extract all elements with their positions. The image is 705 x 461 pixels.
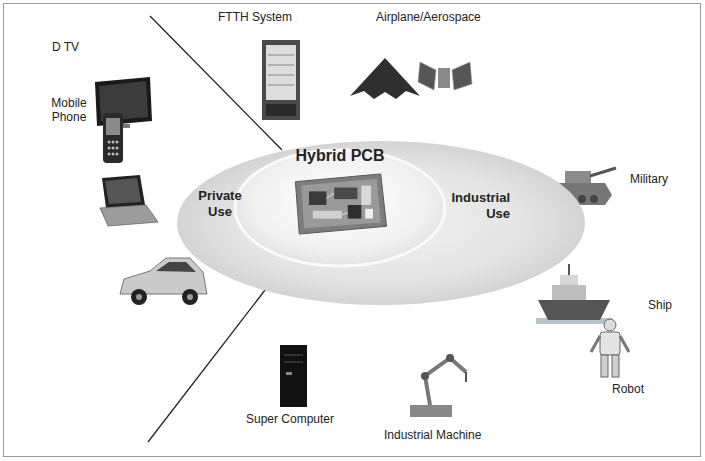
- application-label: Super Computer: [246, 412, 334, 426]
- hub-ellipse: Hybrid PCB Private Use Industrial Use: [175, 138, 587, 308]
- hub-title: Hybrid PCB: [240, 146, 440, 165]
- server-icon: [280, 345, 307, 407]
- phone-icon: [103, 113, 123, 163]
- cabinet-icon: [262, 40, 300, 120]
- frame: [4, 4, 701, 457]
- laptop-icon: [100, 175, 158, 226]
- robot-icon: [591, 319, 629, 377]
- application-label: Military: [630, 172, 668, 186]
- category-label: Private Use: [189, 188, 251, 219]
- ship-icon: [536, 264, 612, 324]
- application-label: Robot: [612, 382, 644, 396]
- application-label: Mobile Phone: [42, 96, 96, 125]
- application-label: D TV: [52, 40, 79, 54]
- category-label: Industrial Use: [430, 190, 510, 221]
- application-label: FTTH System: [218, 10, 292, 24]
- aircraft-icon: [350, 58, 472, 99]
- application-label: Airplane/Aerospace: [376, 10, 481, 24]
- machine-icon: [410, 354, 466, 417]
- application-label: Ship: [648, 298, 672, 312]
- application-label: Industrial Machine: [384, 428, 481, 442]
- car-icon: [120, 258, 207, 305]
